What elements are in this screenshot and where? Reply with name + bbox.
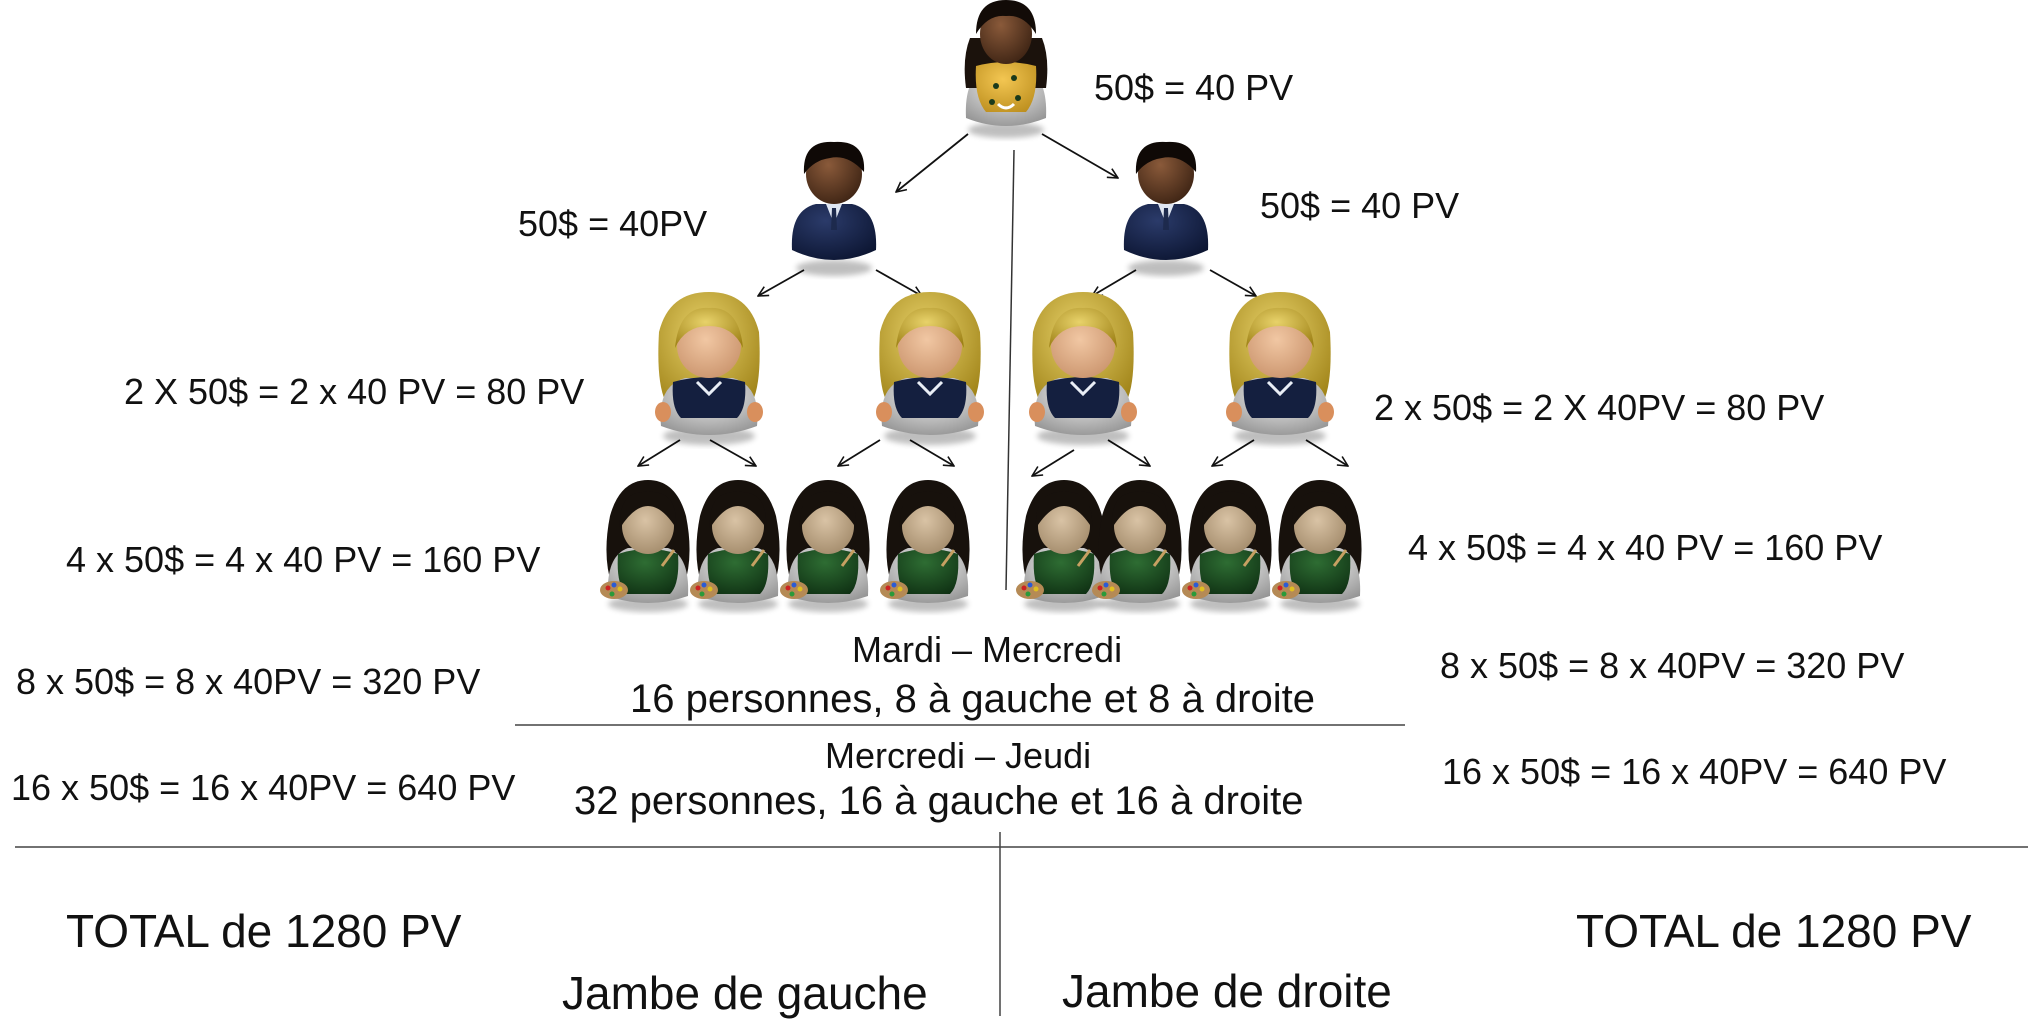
count2-label: 32 personnes, 16 à gauche et 16 à droite xyxy=(574,779,1304,823)
level2-right-label: 2 x 50$ = 2 X 40PV = 80 PV xyxy=(1374,387,1825,428)
person-avatar-level3 xyxy=(1092,480,1182,612)
arrow xyxy=(1212,439,1255,466)
person-avatar-level3 xyxy=(1016,480,1106,612)
person-avatar-level2 xyxy=(1226,292,1334,445)
level5-left-label: 16 x 50$ = 16 x 40PV = 640 PV xyxy=(11,767,516,808)
arrow xyxy=(1107,439,1150,466)
person-avatar-level2 xyxy=(655,292,763,445)
arrow xyxy=(1209,269,1256,296)
level1-left-label: 50$ = 40PV xyxy=(518,203,708,244)
arrow xyxy=(875,269,922,296)
person-avatar-level3 xyxy=(880,480,970,612)
arrow xyxy=(1305,439,1348,466)
level3-right-label: 4 x 50$ = 4 x 40 PV = 160 PV xyxy=(1408,527,1883,568)
arrow xyxy=(1032,449,1075,476)
arrow xyxy=(758,269,805,296)
person-avatar-level3 xyxy=(1182,480,1272,612)
person-avatar-top xyxy=(965,0,1048,138)
day2-label: Mercredi – Jeudi xyxy=(825,735,1092,776)
level3-left-label: 4 x 50$ = 4 x 40 PV = 160 PV xyxy=(66,539,541,580)
day1-label: Mardi – Mercredi xyxy=(852,629,1123,670)
person-avatar-level3 xyxy=(690,480,780,612)
level5-right-label: 16 x 50$ = 16 x 40PV = 640 PV xyxy=(1442,751,1947,792)
level4-right-label: 8 x 50$ = 8 x 40PV = 320 PV xyxy=(1440,645,1905,686)
total-right-label: TOTAL de 1280 PV xyxy=(1576,905,1972,957)
total-left-label: TOTAL de 1280 PV xyxy=(66,905,462,957)
person-avatar-level3 xyxy=(780,480,870,612)
arrow xyxy=(638,439,681,466)
person-avatar-level1 xyxy=(1124,142,1208,276)
level2-left-label: 2 X 50$ = 2 x 40 PV = 80 PV xyxy=(124,371,585,412)
arrow xyxy=(1041,133,1118,178)
level1-right-label: 50$ = 40 PV xyxy=(1260,185,1460,226)
leg-left-label: Jambe de gauche xyxy=(562,967,928,1019)
center-divider-line xyxy=(1005,149,1015,591)
count1-label: 16 personnes, 8 à gauche et 8 à droite xyxy=(630,677,1315,721)
person-avatar-level2 xyxy=(1029,292,1137,445)
arrow xyxy=(896,133,969,192)
person-avatar-level3 xyxy=(1272,480,1362,612)
person-avatar-level3 xyxy=(600,480,690,612)
arrow xyxy=(1092,269,1137,296)
arrow xyxy=(838,439,881,466)
person-avatar-level2 xyxy=(876,292,984,445)
top-label: 50$ = 40 PV xyxy=(1094,67,1294,108)
person-avatar-level1 xyxy=(792,142,876,276)
leg-right-label: Jambe de droite xyxy=(1062,965,1392,1017)
level4-left-label: 8 x 50$ = 8 x 40PV = 320 PV xyxy=(16,661,481,702)
